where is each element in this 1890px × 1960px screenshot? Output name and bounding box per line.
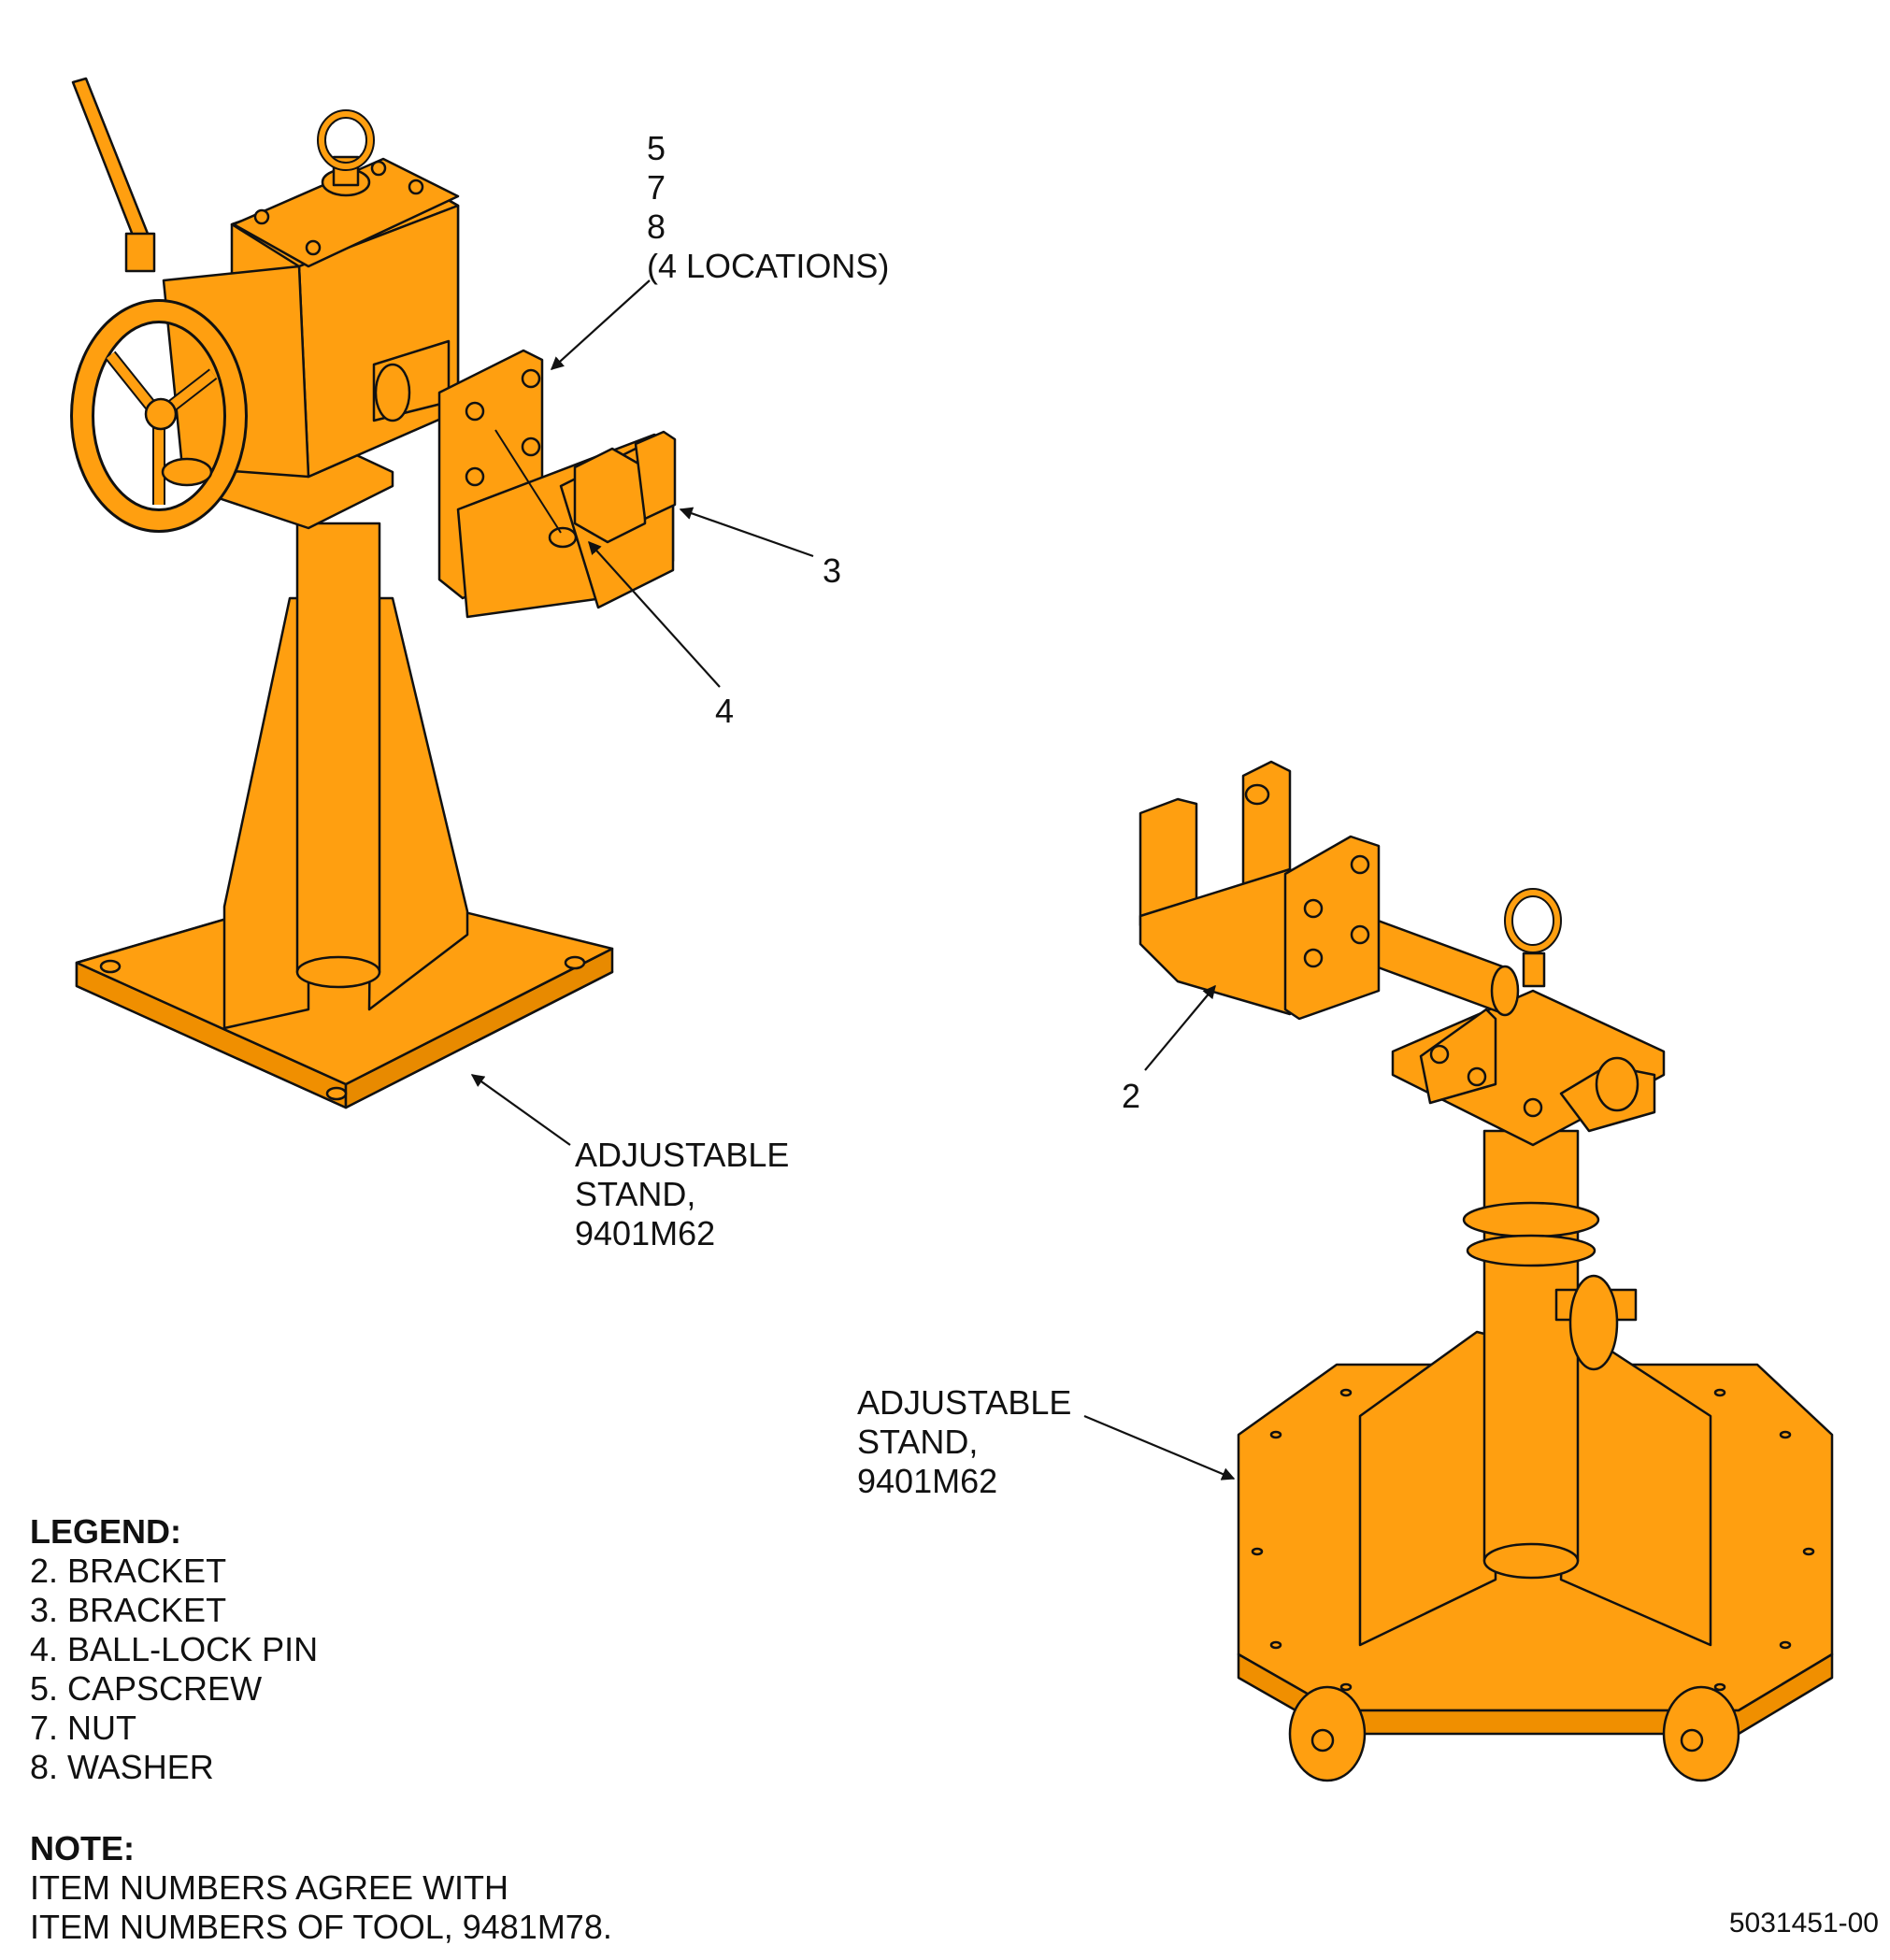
left-bracket-item3 <box>437 349 677 619</box>
document-number: 5031451-00 <box>1728 1908 1879 1939</box>
legend-heading: LEGEND: <box>30 1512 181 1551</box>
legend-item: 7. NUT <box>30 1709 137 1747</box>
note: NOTE: ITEM NUMBERS AGREE WITH ITEM NUMBE… <box>30 1829 612 1947</box>
callout-fasteners: 5 7 8 (4 LOCATIONS) <box>647 129 890 285</box>
leader-stand-left <box>470 1074 571 1146</box>
callout-item4: 4 <box>715 692 735 730</box>
legend-item: 4. BALL-LOCK PIN <box>30 1630 319 1668</box>
leader-fasteners <box>550 279 651 370</box>
legend-item: 3. BRACKET <box>30 1591 227 1629</box>
note-line: ITEM NUMBERS AGREE WITH <box>30 1868 509 1907</box>
legend-item: 2. BRACKET <box>30 1552 227 1590</box>
leader-item2 <box>1144 984 1216 1071</box>
callout-stand-left: ADJUSTABLE STAND, 9401M62 <box>575 1136 790 1252</box>
callout-item3: 3 <box>823 551 842 590</box>
note-line: ITEM NUMBERS OF TOOL, 9481M78. <box>30 1908 612 1946</box>
callout-stand-right: ADJUSTABLE STAND, 9401M62 <box>857 1383 1072 1500</box>
legend: LEGEND: 2. BRACKET 3. BRACKET 4. BALL-LO… <box>30 1512 318 1787</box>
leader-stand-right <box>1083 1414 1236 1481</box>
legend-item: 8. WASHER <box>30 1748 214 1786</box>
note-heading: NOTE: <box>30 1829 135 1867</box>
legend-item: 5. CAPSCREW <box>30 1669 263 1708</box>
callout-item2: 2 <box>1122 1077 1141 1115</box>
leader-item3 <box>679 507 814 558</box>
right-adjustable-stand <box>1237 888 1834 1782</box>
leader-item4 <box>588 540 721 688</box>
right-bracket-item2 <box>1138 760 1381 1021</box>
left-adjustable-stand <box>70 77 614 1109</box>
